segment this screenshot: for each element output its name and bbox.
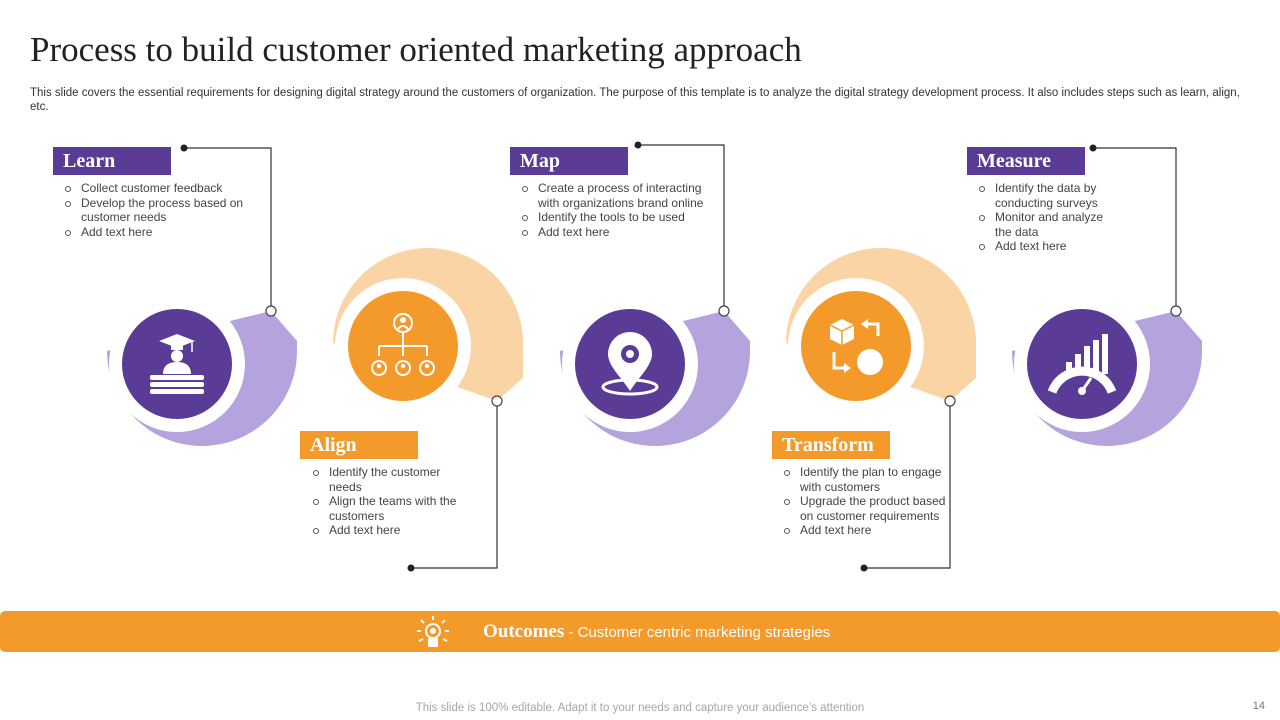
list-item: Identify the customer needs [310, 465, 460, 494]
list-item: Identify the plan to engage with custome… [781, 465, 956, 494]
step-align-label: Align [300, 431, 418, 459]
step-transform-node-anchor [944, 395, 956, 407]
step-transform-dot [860, 564, 868, 572]
step-measure-circle [1027, 309, 1137, 419]
step-transform-points: Identify the plan to engage with custome… [781, 465, 956, 538]
list-item: Identify the data by conducting surveys [976, 181, 1116, 210]
step-align-dot [407, 564, 415, 572]
step-measure-connector [1093, 147, 1177, 311]
list-item: Add text here [310, 523, 460, 538]
graduate-books-icon [150, 334, 204, 394]
step-align-connector [411, 401, 498, 569]
step-transform-connector [864, 401, 951, 569]
outcome-heading: Outcomes [483, 621, 565, 642]
step-align-node-anchor [491, 395, 503, 407]
location-pin-icon [601, 332, 659, 396]
list-item: Monitor and analyze the data [976, 210, 1116, 239]
step-map-node-anchor [718, 305, 730, 317]
list-item: Develop the process based on customer ne… [62, 196, 262, 225]
step-map-points: Create a process of interacting with org… [519, 181, 709, 239]
step-map-dot [634, 141, 642, 149]
outcome-bar: Outcomes - Customer centric marketing st… [0, 611, 1280, 652]
step-align-node [333, 248, 523, 414]
step-map-connector [638, 144, 725, 311]
slide-title: Process to build customer oriented marke… [30, 30, 802, 69]
step-measure-node-anchor [1170, 305, 1182, 317]
step-transform-label: Transform [772, 431, 890, 459]
list-item: Align the teams with the customers [310, 494, 460, 523]
step-transform-node [786, 248, 976, 414]
slide-subtitle: This slide covers the essential requirem… [30, 87, 1240, 113]
step-measure-node [1012, 296, 1202, 446]
lightbulb-gear-icon [417, 616, 449, 647]
transform-cycle-icon [829, 319, 883, 375]
org-hierarchy-icon [371, 313, 435, 376]
page-number: 14 [1252, 700, 1265, 712]
footer-note: This slide is 100% editable. Adapt it to… [415, 702, 865, 714]
step-measure-points: Identify the data by conducting surveys … [976, 181, 1116, 254]
list-item: Add text here [976, 239, 1116, 254]
list-item: Add text here [781, 523, 956, 538]
outcome-text: Outcomes - Customer centric marketing st… [483, 611, 830, 653]
list-item: Upgrade the product based on customer re… [781, 494, 956, 523]
step-learn-connector [184, 147, 272, 311]
list-item: Collect customer feedback [62, 181, 262, 196]
step-learn-dot [180, 144, 188, 152]
step-measure-dot [1089, 144, 1097, 152]
step-learn-node-anchor [265, 305, 277, 317]
step-transform-circle [801, 291, 911, 401]
list-item: Create a process of interacting with org… [519, 181, 709, 210]
outcome-description: - Customer centric marketing strategies [564, 624, 831, 641]
step-learn-points: Collect customer feedback Develop the pr… [62, 181, 262, 239]
list-item: Add text here [519, 225, 709, 240]
gauge-chart-icon [1047, 334, 1117, 395]
step-map-node [560, 296, 750, 446]
step-align-points: Identify the customer needs Align the te… [310, 465, 460, 538]
step-learn-node [107, 296, 297, 446]
list-item: Add text here [62, 225, 262, 240]
list-item: Identify the tools to be used [519, 210, 709, 225]
step-map-label: Map [510, 147, 628, 175]
step-learn-label: Learn [53, 147, 171, 175]
step-measure-label: Measure [967, 147, 1085, 175]
